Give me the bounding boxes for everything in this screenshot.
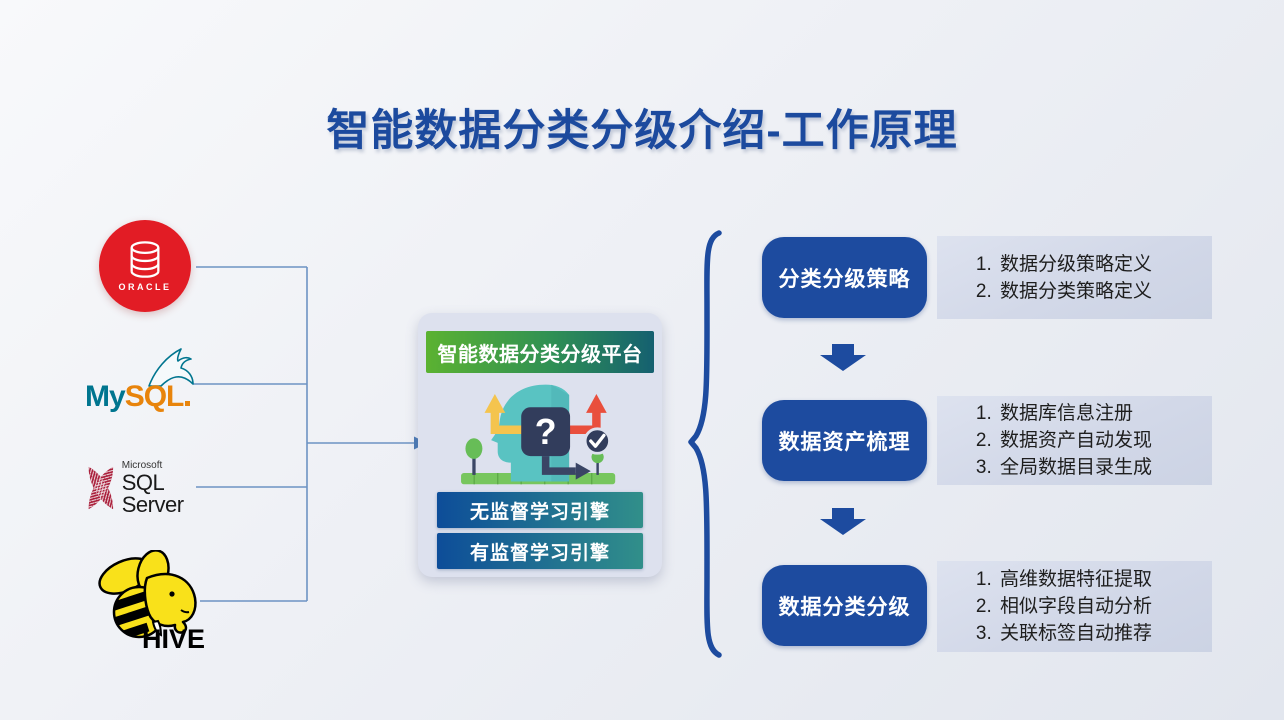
sqlserver-microsoft-label: Microsoft xyxy=(121,459,163,471)
down-arrow-icon xyxy=(820,344,866,371)
mysql-dolphin-icon xyxy=(148,348,194,387)
step-items: 数据分级策略定义数据分类策略定义 xyxy=(937,251,1152,305)
step-item: 数据资产自动发现 xyxy=(997,427,1152,454)
mysql-trademark-dot xyxy=(185,401,191,406)
step-item: 高维数据特征提取 xyxy=(997,566,1152,593)
oracle-logo: ORACLE xyxy=(99,220,191,312)
step-item: 关联标签自动推荐 xyxy=(997,620,1152,647)
engine-button-supervised: 有监督学习引擎 xyxy=(437,533,643,569)
hive-bee-icon: HIVE xyxy=(98,549,205,654)
step-detail-classification: 高维数据特征提取相似字段自动分析关联标签自动推荐 xyxy=(937,561,1212,652)
yellow-arrow-icon xyxy=(484,394,524,434)
page-title: 智能数据分类分级介绍-工作原理 xyxy=(326,107,958,155)
question-mark: ? xyxy=(535,412,557,452)
mysql-word-sql: SQL xyxy=(124,380,185,413)
step-box-strategy: 分类分级策略 xyxy=(762,237,927,318)
step-item: 数据分类策略定义 xyxy=(997,278,1152,305)
sqlserver-wordmark: Microsoft SQL Server xyxy=(121,459,224,517)
mysql-logo: MySQL xyxy=(85,348,205,420)
engine-button-unsupervised: 无监督学习引擎 xyxy=(437,492,643,528)
step-items: 数据库信息注册数据资产自动发现全局数据目录生成 xyxy=(937,400,1152,481)
platform-card: 智能数据分类分级平台 xyxy=(418,313,662,577)
sqlserver-label: SQL Server xyxy=(121,469,184,517)
step-item: 全局数据目录生成 xyxy=(997,454,1152,481)
database-cylinder-icon xyxy=(130,241,160,278)
step-box-asset-sorting: 数据资产梳理 xyxy=(762,400,927,481)
navy-arrow-icon xyxy=(541,456,591,480)
platform-header: 智能数据分类分级平台 xyxy=(426,331,654,373)
step-box-classification: 数据分类分级 xyxy=(762,565,927,646)
step-item: 数据分级策略定义 xyxy=(997,251,1152,278)
sqlserver-lattice-icon xyxy=(88,466,114,510)
mysql-wordmark: MySQL xyxy=(85,380,191,414)
step-detail-strategy: 数据分级策略定义数据分类策略定义 xyxy=(937,236,1212,319)
step-detail-asset-sorting: 数据库信息注册数据资产自动发现全局数据目录生成 xyxy=(937,396,1212,485)
curly-brace-icon xyxy=(688,230,722,658)
down-arrow-icon xyxy=(820,508,866,535)
hive-label: HIVE xyxy=(142,624,205,652)
oracle-label: ORACLE xyxy=(118,282,172,292)
mysql-word-my: My xyxy=(85,380,126,413)
hive-logo: HIVE xyxy=(95,549,207,654)
check-badge-icon xyxy=(583,427,611,455)
sqlserver-logo: Microsoft SQL Server xyxy=(84,458,224,518)
red-arrow-icon xyxy=(568,394,607,434)
step-item: 数据库信息注册 xyxy=(997,400,1152,427)
step-item: 相似字段自动分析 xyxy=(997,593,1152,620)
step-items: 高维数据特征提取相似字段自动分析关联标签自动推荐 xyxy=(937,566,1152,647)
thinking-head-illustration: ? xyxy=(461,384,616,485)
question-box-icon xyxy=(521,407,571,457)
tree-icon xyxy=(465,438,483,475)
